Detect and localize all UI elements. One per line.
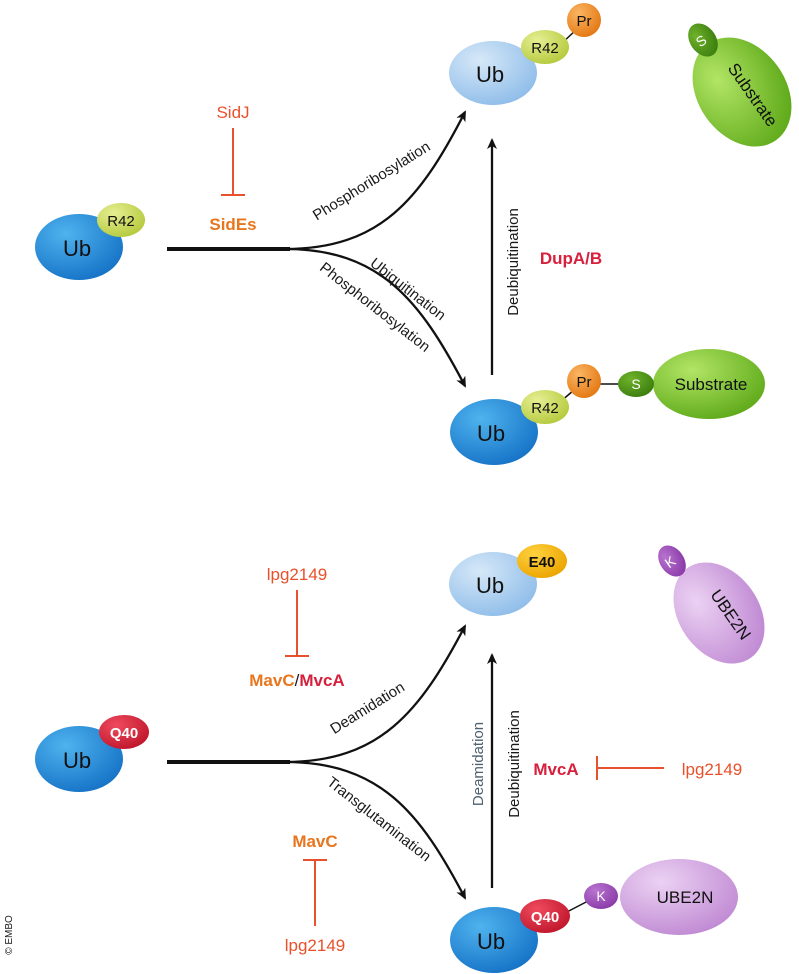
q40-left-label: Q40 (110, 725, 138, 742)
mvca-right-label: MvcA (533, 760, 578, 779)
label-phosphoribosylation: Phosphoribosylation (310, 138, 434, 224)
r42-top-blob (521, 30, 569, 64)
ube2n-bottom-blob (620, 859, 738, 935)
s-bottom-blob (618, 371, 654, 397)
ub-top-label-b: Ub (476, 573, 504, 598)
substrate-bottom-label: Substrate (675, 375, 748, 394)
panel-b: Ub Q40 Deamidation Transglutamination lp… (35, 544, 765, 973)
substrate-top-s-blob (688, 23, 718, 57)
ub-left-blob (35, 214, 123, 280)
sides-label: SidEs (209, 215, 256, 234)
q40-left-blob (99, 715, 149, 749)
mavc-mvca-label: MavC/MvcA (249, 671, 344, 690)
label-deamidation-vertical: Deamidation (470, 722, 487, 806)
panel-a: Ub R42 Phosphoribosylation Ubiquitinatio… (35, 3, 792, 465)
slash-label: / (295, 671, 300, 690)
k-bottom-label: K (596, 888, 606, 904)
r42-bottom-label: R42 (531, 400, 559, 417)
r42-left-label: R42 (107, 213, 135, 230)
e40-top-blob (517, 544, 567, 578)
pr-bottom-blob (567, 364, 601, 398)
s-bottom-label: S (631, 376, 640, 392)
q40-bottom-blob (520, 899, 570, 933)
sidj-label: SidJ (216, 103, 249, 122)
copyright-label: © EMBO (4, 915, 15, 955)
arrow-ubiquitination (284, 247, 467, 388)
r42-top-label: R42 (531, 40, 559, 57)
lpg2149-right-label: lpg2149 (682, 760, 743, 779)
ub-left-label: Ub (63, 236, 91, 261)
ub-left-label-b: Ub (63, 748, 91, 773)
k-bottom-blob (584, 883, 618, 909)
pr-top-label: Pr (577, 13, 592, 30)
k-top-blob (658, 545, 686, 577)
pr-bottom-label: Pr (577, 374, 592, 391)
arrow-phosphoribosylation (284, 110, 467, 251)
pr-top-blob (567, 3, 601, 37)
dupab-label: DupA/B (540, 249, 602, 268)
mavc-label: MavC (249, 671, 294, 690)
ube2n-top-blob (673, 562, 765, 664)
r42-bottom-blob (521, 390, 569, 424)
q40-bottom-label: Q40 (531, 909, 559, 926)
r42-left-blob (97, 203, 145, 237)
ub-top-blob-b (449, 552, 537, 616)
arrow-deamidation (284, 624, 467, 764)
ub-bottom-label-b: Ub (477, 929, 505, 954)
lpg2149-top-label: lpg2149 (267, 565, 328, 584)
ub-top-blob (449, 41, 537, 105)
label-deubiquitination-a: Deubiquitination (505, 208, 522, 316)
mavc-bottom-label: MavC (292, 832, 337, 851)
substrate-top-blob (692, 37, 792, 147)
ub-left-blob-b (35, 726, 123, 792)
ub-bottom-label: Ub (477, 421, 505, 446)
ube2n-bottom-label: UBE2N (657, 888, 714, 907)
ub-top-label: Ub (476, 62, 504, 87)
arrow-transglutamination (284, 760, 467, 900)
label-deubiquitination-b: Deubiquitination (506, 710, 523, 818)
substrate-bottom-blob (653, 349, 765, 419)
mvca-label: MvcA (299, 671, 344, 690)
lpg2149-bottom-label: lpg2149 (285, 936, 346, 955)
e40-top-label: E40 (529, 554, 556, 571)
ub-bottom-blob-b (450, 907, 538, 973)
ub-bottom-blob (450, 399, 538, 465)
